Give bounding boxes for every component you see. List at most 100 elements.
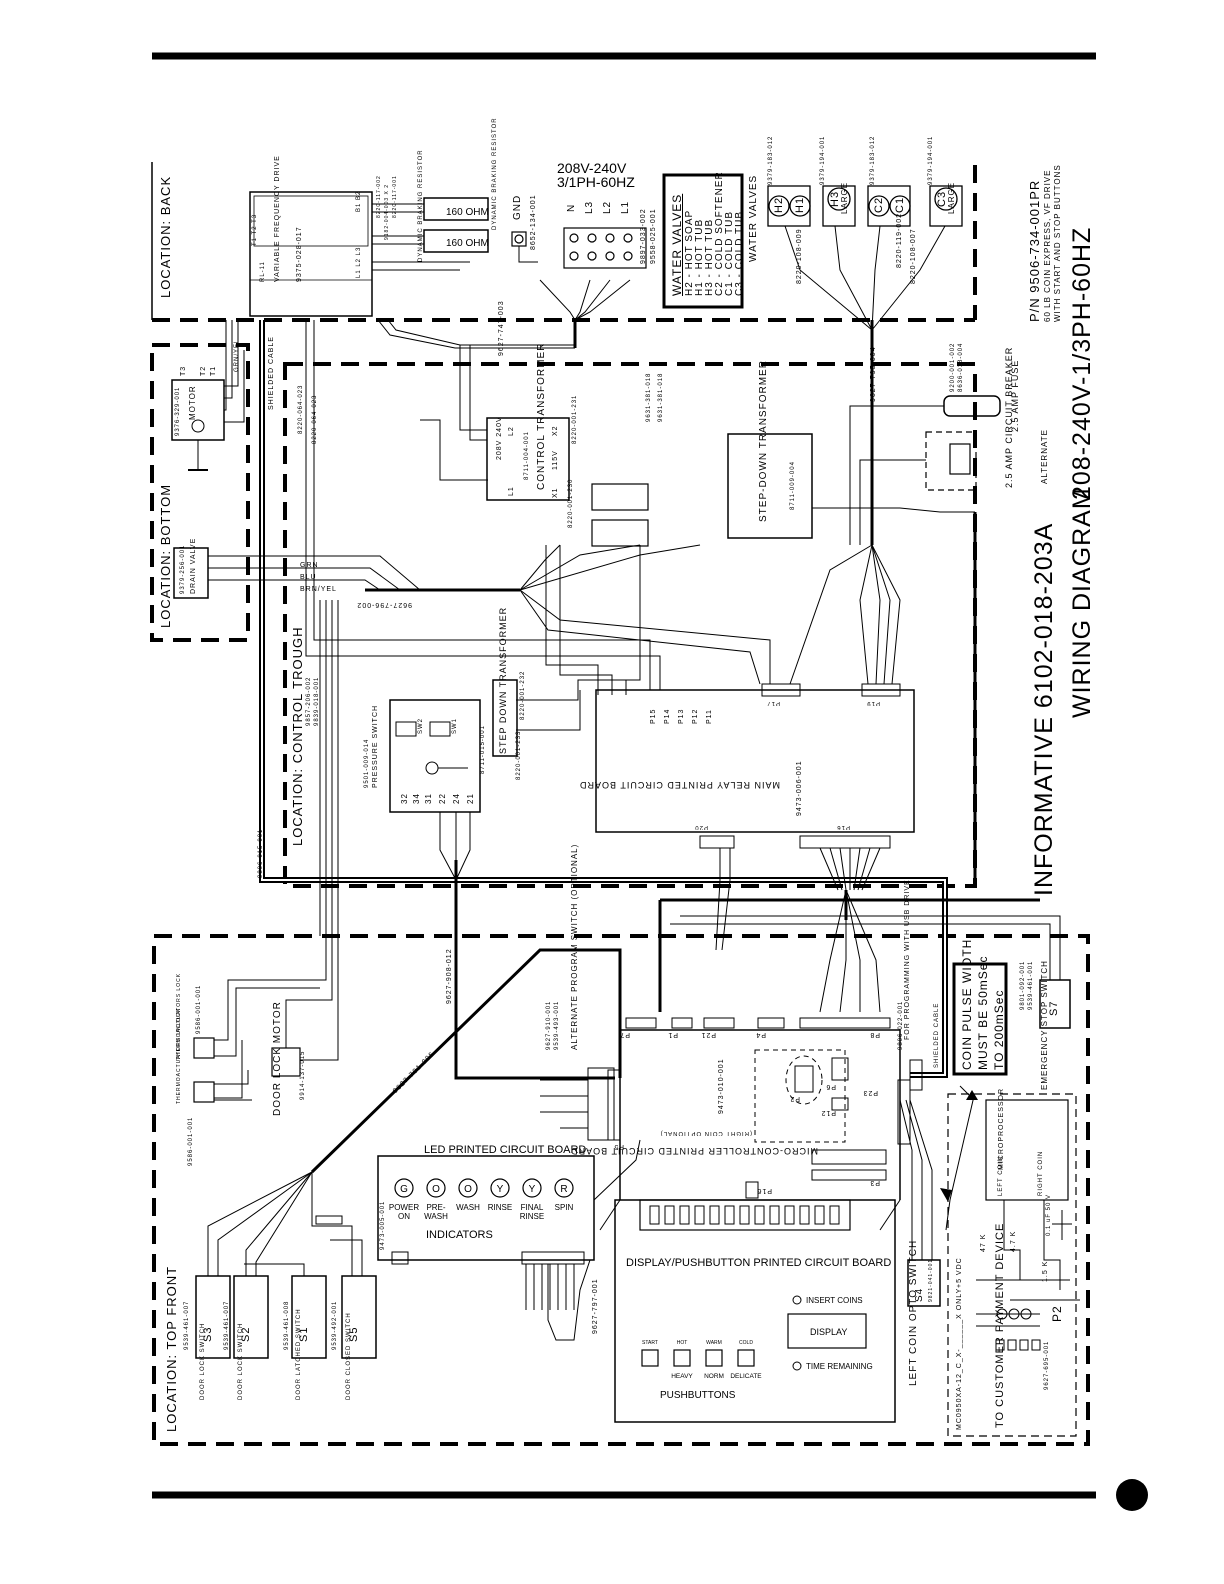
led-indicator-5 bbox=[554, 1178, 574, 1198]
ct-tap-x2: X2 bbox=[552, 425, 559, 436]
ct-tap-l2: L2 bbox=[508, 426, 515, 436]
main-board-part: 9473-006-001 bbox=[796, 760, 803, 816]
wire-part-1: 8220-064-023 bbox=[298, 384, 304, 434]
connector-p19: P19 bbox=[866, 700, 880, 706]
braking-resistor-top bbox=[423, 197, 489, 221]
micro-conn-p16: P16 bbox=[756, 1187, 772, 1194]
led-board-part: 9473-005-001 bbox=[380, 1200, 386, 1250]
motor-part: 9376-329-001 bbox=[175, 386, 181, 436]
pushbutton-top-0: START bbox=[642, 1340, 658, 1346]
pushbutton-0[interactable] bbox=[641, 1349, 659, 1367]
water-valves-label: WATER VALVES bbox=[748, 174, 759, 262]
pressure-sw1: SW1 bbox=[452, 717, 458, 734]
location-back: LOCATION: BACK bbox=[158, 175, 173, 298]
relay-1 bbox=[591, 483, 649, 511]
ct-tap-l1: L1 bbox=[508, 486, 515, 496]
valve-wire-part-3: 8220-108-007 bbox=[910, 228, 917, 284]
micro-board-name: MICRO-CONTROLLER PRINTED CIRCUIT BOARD bbox=[570, 1146, 818, 1156]
emergency-stop-box bbox=[1039, 979, 1071, 1029]
thermoactuator-unlock bbox=[193, 1081, 215, 1103]
vfd-box bbox=[249, 191, 373, 317]
harness-h1: 9627-796-002 bbox=[356, 601, 412, 608]
terminal-l3: L3 bbox=[584, 200, 595, 214]
ribbon-pin bbox=[784, 1205, 795, 1225]
emergency-part-1: 9801-092-001 bbox=[1020, 960, 1026, 1010]
shielded-cable bbox=[259, 320, 948, 1078]
pushbutton-1[interactable] bbox=[673, 1349, 691, 1367]
step-down-transformer-box bbox=[727, 433, 813, 539]
payment-p2: P2 bbox=[1050, 1305, 1064, 1322]
switch-s2 bbox=[233, 1275, 269, 1359]
display-board-title: DISPLAY/PUSHBUTTON PRINTED CIRCUIT BOARD bbox=[626, 1257, 891, 1269]
led-indicator-0 bbox=[394, 1178, 414, 1198]
led-label-2-0: WASH bbox=[456, 1203, 480, 1212]
resistor-value-bottom: 160 OHM bbox=[446, 238, 489, 249]
resistor-part-1: 8220-117-002 bbox=[376, 175, 382, 218]
switch-s5-part: 9539-492-001 bbox=[332, 1300, 338, 1350]
led-indicator-3 bbox=[490, 1178, 510, 1198]
pushbutton-bottom-2: NORM bbox=[704, 1373, 724, 1380]
led-letter-5: R bbox=[560, 1184, 567, 1195]
gnd-part: 8652-134-001 bbox=[530, 194, 537, 250]
harness-9627-908 bbox=[454, 860, 615, 1080]
pressure-switch-box bbox=[389, 699, 481, 813]
shielded-cable-top: SHIELDED CABLE bbox=[268, 336, 275, 410]
vfd-rl: RL-11 bbox=[260, 261, 266, 282]
payment-part: 9627-695-001 bbox=[1044, 1340, 1050, 1390]
breaker-alternate: ALTERNATE bbox=[1040, 429, 1049, 484]
thermo-part-1: 9586-001-001 bbox=[196, 984, 202, 1034]
payment-r3: 1.5 K bbox=[1042, 1260, 1049, 1282]
led-letter-1: O bbox=[432, 1184, 440, 1195]
pushbutton-bottom-1: HEAVY bbox=[671, 1373, 693, 1380]
resistor-part-3: 8220-117-001 bbox=[392, 175, 398, 218]
ribbon-pin bbox=[664, 1205, 675, 1225]
motor-lead-ground: GRN/YEL bbox=[234, 338, 240, 372]
motor-lead-t2: T2 bbox=[200, 365, 207, 376]
emergency-id: S7 bbox=[1048, 1000, 1060, 1016]
program-switch-name: ALTERNATE PROGRAM SWITCH (OPTIONAL) bbox=[570, 843, 579, 1050]
pressure-term-22: 22 bbox=[438, 793, 447, 804]
switch-s3-part: 9539-461-007 bbox=[184, 1300, 190, 1350]
micro-conn-p3: P3 bbox=[869, 1179, 880, 1186]
pushbutton-2[interactable] bbox=[705, 1349, 723, 1367]
ribbon-pin bbox=[679, 1205, 690, 1225]
micro-conn-p2: P2 bbox=[789, 1095, 800, 1102]
location-control-trough: LOCATION: CONTROL TROUGH bbox=[290, 626, 305, 847]
coin-pulse-line2: MUST BE 50mSec bbox=[976, 955, 990, 1070]
led-indicator-4 bbox=[522, 1178, 542, 1198]
harness-h2: 9806-015-001 bbox=[258, 828, 264, 878]
vfd-terminals-top: T1 T2 T3 bbox=[252, 213, 258, 246]
display-window bbox=[787, 1313, 867, 1349]
coin-pulse-line1: COIN PULSE WIDTH bbox=[960, 938, 974, 1070]
pushbutton-3[interactable] bbox=[737, 1349, 755, 1367]
time-remaining-led bbox=[792, 1361, 802, 1371]
top-front-box bbox=[152, 934, 1090, 1446]
door-motor-name: DOOR LOCK MOTOR bbox=[272, 1001, 283, 1116]
micro-conn-p23: P23 bbox=[862, 1089, 878, 1096]
legend-c3: C3 - COLD TUB bbox=[734, 210, 745, 296]
led-letter-0: G bbox=[400, 1184, 408, 1195]
valve-h2: H2 bbox=[773, 196, 785, 213]
switch-s3-name: DOOR LOCK SWITCH bbox=[200, 1322, 206, 1400]
display-pushbutton-board bbox=[614, 1199, 896, 1423]
display-label: DISPLAY bbox=[810, 1327, 847, 1337]
step-down-name: STEP-DOWN TRANSFORMER bbox=[758, 360, 769, 522]
pressure-sw2: SW2 bbox=[418, 717, 424, 734]
drain-wire-grn: GRN bbox=[300, 562, 319, 569]
led-letter-2: O bbox=[464, 1184, 472, 1195]
payment-right-coin: RIGHT COIN bbox=[1038, 1150, 1044, 1196]
led-label-5-0: SPIN bbox=[555, 1203, 574, 1212]
insert-coins-led bbox=[792, 1295, 802, 1305]
led-label-3-0: RINSE bbox=[488, 1203, 512, 1212]
switch-s2-name: DOOR LOCK SWITCH bbox=[238, 1322, 244, 1400]
fuse bbox=[943, 395, 1001, 417]
micro-conn-p8: P8 bbox=[869, 1031, 880, 1038]
switch-s3 bbox=[195, 1275, 231, 1359]
terminal-l2: L2 bbox=[602, 200, 613, 214]
ct-part-2: 8220-001-230 bbox=[568, 478, 574, 528]
connector-p17: P17 bbox=[766, 700, 780, 706]
usb-part: 9806-022-001 bbox=[898, 1000, 904, 1050]
led-label-1-1: WASH bbox=[424, 1212, 448, 1221]
pushbuttons-label: PUSHBUTTONS bbox=[660, 1390, 736, 1401]
thermo-unlock-label: THERMOACTUATORS UNLOCK bbox=[176, 1007, 182, 1104]
